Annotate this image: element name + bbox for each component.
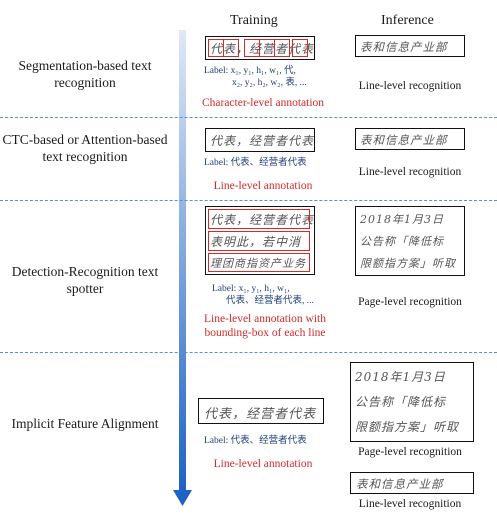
char-box — [244, 39, 260, 57]
annotation-type: Line-level annotation — [213, 458, 313, 470]
handwriting-text: 限额指方案」听取 — [360, 257, 456, 270]
annotation-type: Line-level annotation — [213, 180, 313, 192]
inference-header: Inference — [381, 13, 434, 28]
line-box — [208, 253, 310, 272]
row-separator-2 — [0, 200, 497, 201]
training-header: Training — [230, 13, 278, 28]
line-box — [208, 209, 310, 229]
char-box — [259, 39, 275, 57]
handwriting-text: 代表，经营者代表 — [210, 134, 315, 148]
recognition-type: Page-level recognition — [358, 446, 462, 458]
label-text: Label: x₁, y₁, h₁, w₁, — [212, 284, 290, 294]
char-box — [292, 39, 308, 57]
training-sample-line: 代表，经营者代表 — [205, 36, 315, 60]
handwriting-text: 代表，经营者代表 — [210, 42, 315, 56]
handwriting-text: 表和信息产业部 — [356, 477, 444, 491]
char-box — [274, 39, 290, 57]
handwriting-text: 2018年1月3日 — [355, 370, 446, 384]
handwriting-text: 表和信息产业部 — [360, 133, 448, 147]
annotation-type: Line-level annotation with — [204, 313, 326, 325]
training-sample-line: 代表，经营者代表 — [198, 398, 324, 424]
handwriting-text: 2018年1月3日 — [360, 213, 444, 226]
row-separator-3 — [0, 352, 497, 353]
annotation-type: bounding-box of each line — [204, 327, 326, 339]
handwriting-text: 代表，经营者代表 — [210, 213, 315, 227]
method-segmentation: Segmentation-based text recognition — [18, 58, 152, 90]
progression-arrow — [173, 30, 192, 506]
handwriting-text: 公告称「降低标 — [355, 395, 447, 409]
training-sample-line: 代表，经营者代表 — [205, 128, 315, 152]
inference-sample-line: 表和信息产业部 — [350, 472, 474, 494]
label-text: Label: 代表、经营者代表 — [204, 158, 307, 168]
label-text: Label: 代表、经营者代表 — [204, 436, 307, 446]
handwriting-text: 理团商指资产业务 — [210, 257, 306, 270]
recognition-type: Line-level recognition — [358, 80, 462, 92]
char-box — [208, 39, 224, 57]
handwriting-text: 公告称「降低标 — [360, 235, 444, 248]
method-detection-recognition: Detection-Recognition text spotter — [11, 264, 159, 296]
handwriting-text: 表和信息产业部 — [360, 40, 448, 54]
label-text: 代表、经营者代表, ... — [226, 296, 314, 306]
handwriting-text: 表明此，若中消 — [210, 235, 302, 249]
label-text: x₂, y₂, h₂, w₂, 表, ... — [232, 78, 307, 88]
recognition-type: Line-level recognition — [358, 166, 462, 178]
line-box — [208, 231, 310, 251]
recognition-type: Page-level recognition — [358, 296, 462, 308]
inference-sample-page: 2018年1月3日 公告称「降低标 限额指方案」听取 — [350, 362, 474, 442]
annotation-type: Character-level annotation — [201, 97, 325, 109]
inference-sample-line: 表和信息产业部 — [355, 35, 465, 57]
training-sample-page: 代表，经营者代表 表明此，若中消 理团商指资产业务 — [205, 206, 315, 275]
char-box — [223, 39, 239, 57]
recognition-type: Line-level recognition — [358, 498, 462, 510]
method-implicit-feature-alignment: Implicit Feature Alignment — [11, 416, 159, 431]
inference-sample-page: 2018年1月3日 公告称「降低标 限额指方案」听取 — [355, 206, 465, 276]
handwriting-text: 代表，经营者代表 — [204, 407, 317, 422]
row-separator-1 — [0, 117, 497, 118]
label-text: Label: x₁, y₁, h₁, w₁, 代, — [204, 66, 296, 76]
inference-sample-line: 表和信息产业部 — [355, 128, 465, 150]
handwriting-text: 限额指方案」听取 — [355, 420, 460, 434]
method-ctc-attention: CTC-based or Attention-based text recogn… — [2, 132, 168, 164]
